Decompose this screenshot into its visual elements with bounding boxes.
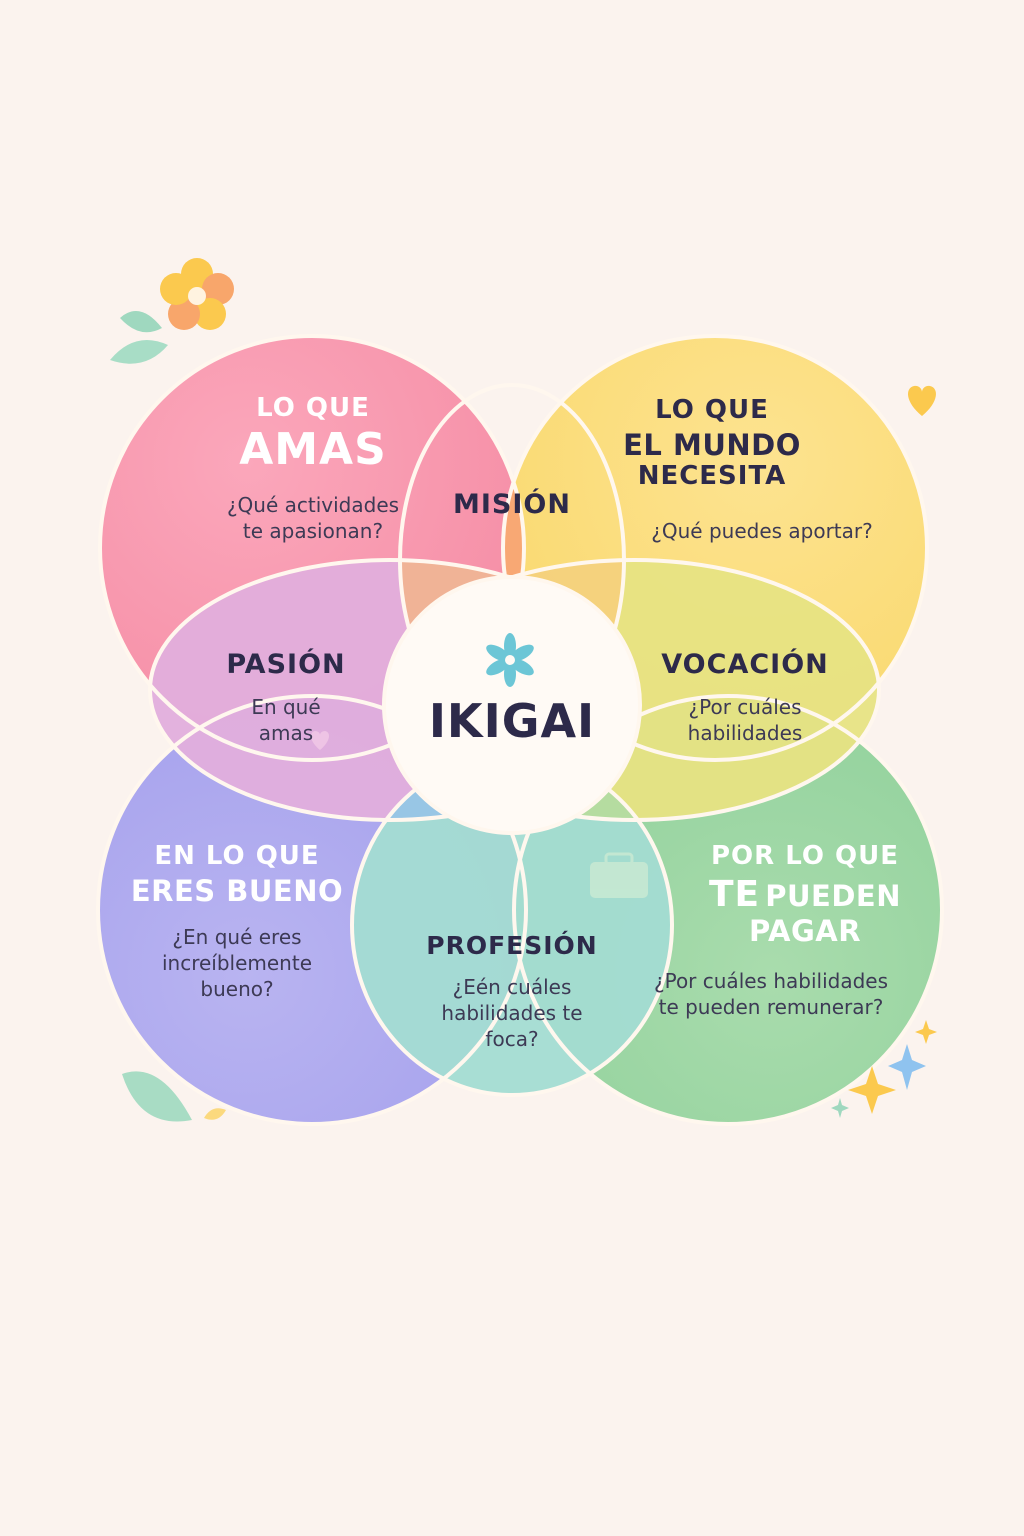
pasion-text-1: En qué: [251, 695, 321, 720]
leaf-icon: [122, 1071, 192, 1122]
center-circle: [382, 575, 642, 835]
profesion-text-2: habilidades te: [441, 1001, 583, 1025]
sparkle-icon: [848, 1066, 896, 1114]
good-question-2: increíblemente: [161, 950, 313, 975]
vocacion-text-1: ¿Por cuáles: [688, 695, 802, 720]
sparkle-icon: [831, 1098, 849, 1118]
pasion-text-2: amas: [258, 721, 314, 746]
ikigai-title: IKIGAI: [428, 694, 596, 748]
pasion-label: PASIÓN: [226, 649, 346, 680]
paid-question-1: ¿Por cuáles habilidades: [653, 969, 888, 993]
center-flower-icon: [486, 633, 534, 687]
region-profesion: [352, 755, 672, 1095]
paid-heading-1: POR LO QUE: [710, 841, 899, 871]
profesion-text-1: ¿Eén cuáles: [452, 975, 572, 999]
love-heading-small: LO QUE: [256, 393, 370, 423]
good-question-3: bueno?: [200, 976, 274, 1001]
paid-question-2: te pueden remunerar?: [658, 995, 884, 1019]
good-heading-1: EN LO QUE: [154, 841, 320, 871]
sparkle-icon: [888, 1044, 926, 1090]
world-heading-3: NECESITA: [637, 460, 787, 491]
pasion-section: PASIÓN En qué amas: [196, 649, 376, 746]
heart-icon: [908, 385, 936, 416]
vocacion-text-2: habilidades: [687, 721, 803, 746]
world-heading-2: EL MUNDO: [623, 428, 801, 463]
good-heading-2: ERES BUENO: [130, 874, 344, 909]
briefcase-icon: [590, 852, 648, 898]
vocacion-section: VOCACIÓN ¿Por cuáles habilidades: [640, 649, 850, 746]
leaf-icon: [204, 1108, 226, 1120]
good-section: EN LO QUE ERES BUENO ¿En qué eres increí…: [118, 841, 356, 1002]
good-question-1: ¿En qué eres: [172, 924, 302, 949]
leaf-icon: [120, 310, 162, 333]
paid-heading-2a: TE: [708, 874, 761, 916]
paid-section: POR LO QUE TE PUEDEN PAGAR: [690, 841, 920, 949]
profesion-section: PROFESIÓN ¿Eén cuáles habilidades te foc…: [412, 932, 612, 1052]
paid-heading-3: PAGAR: [748, 914, 862, 949]
love-question-1: ¿Qué actividades: [226, 493, 400, 518]
love-heading-big: AMAS: [239, 424, 387, 476]
sparkle-icon: [915, 1020, 937, 1044]
mision-label: MISIÓN: [453, 489, 571, 520]
world-question: ¿Qué puedes aportar?: [651, 519, 873, 543]
paid-question: ¿Por cuáles habilidades te pueden remune…: [636, 968, 906, 1020]
paid-heading-2b: PUEDEN: [765, 879, 901, 914]
love-question-2: te apasionan?: [242, 519, 384, 544]
profesion-label: PROFESIÓN: [426, 931, 598, 960]
vocacion-label: VOCACIÓN: [661, 649, 829, 680]
world-section: LO QUE EL MUNDO NECESITA: [612, 395, 812, 491]
heart-icon: [310, 731, 330, 750]
leaf-icon: [110, 340, 168, 364]
love-section: LO QUE AMAS ¿Qué actividades te apasiona…: [202, 393, 424, 544]
profesion-text-3: foca?: [485, 1027, 539, 1051]
flower-icon: [160, 258, 234, 330]
world-heading-1: LO QUE: [655, 395, 769, 425]
